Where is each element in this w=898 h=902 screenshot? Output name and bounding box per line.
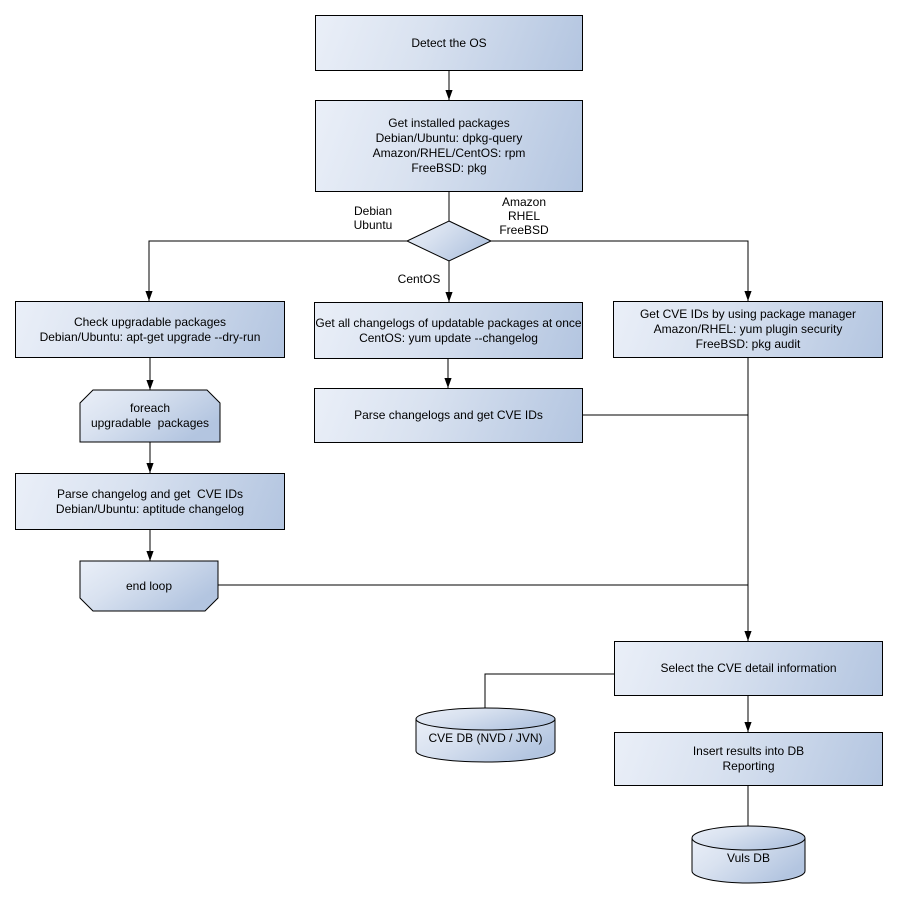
vuls-db-label: Vuls DB: [727, 850, 770, 865]
edge-cvedb-to-select: [484, 673, 614, 709]
loop-end-shape: [79, 560, 219, 612]
node-select-cve-detail: Select the CVE detail information: [614, 641, 883, 696]
edge-decision-left: [145, 240, 407, 301]
node-foreach-loop-label: foreach upgradable packages: [90, 401, 210, 430]
node-parse-changelog-aptitude: Parse changelog and get CVE IDs Debian/U…: [15, 473, 285, 530]
node-get-all-changelogs: Get all changelogs of updatable packages…: [314, 302, 583, 359]
node-end-loop-label: end loop: [125, 578, 173, 593]
edge-decision-right: [491, 240, 752, 301]
edge-label-debian-ubuntu: Debian Ubuntu: [353, 204, 393, 232]
node-insert-results: Insert results into DB Reporting: [614, 732, 883, 786]
cve-db-label: CVE DB (NVD / JVN): [428, 730, 543, 745]
loop-start-shape: [79, 389, 221, 443]
node-get-installed-packages: Get installed packages Debian/Ubuntu: dp…: [315, 100, 583, 192]
edge-label-centos: CentOS: [397, 272, 441, 286]
cve-db-cylinder: [415, 707, 556, 763]
node-get-cve-ids-package-manager: Get CVE IDs by using package manager Ama…: [613, 301, 883, 358]
decision-diamond: [405, 220, 493, 262]
node-check-upgradable-packages: Check upgradable packages Debian/Ubuntu:…: [15, 301, 285, 358]
edge-label-amazon-rhel-freebsd: Amazon RHEL FreeBSD: [499, 195, 549, 237]
node-detect-os: Detect the OS: [315, 15, 583, 71]
node-parse-changelogs: Parse changelogs and get CVE IDs: [314, 388, 583, 443]
vuls-db-cylinder: [691, 825, 806, 884]
